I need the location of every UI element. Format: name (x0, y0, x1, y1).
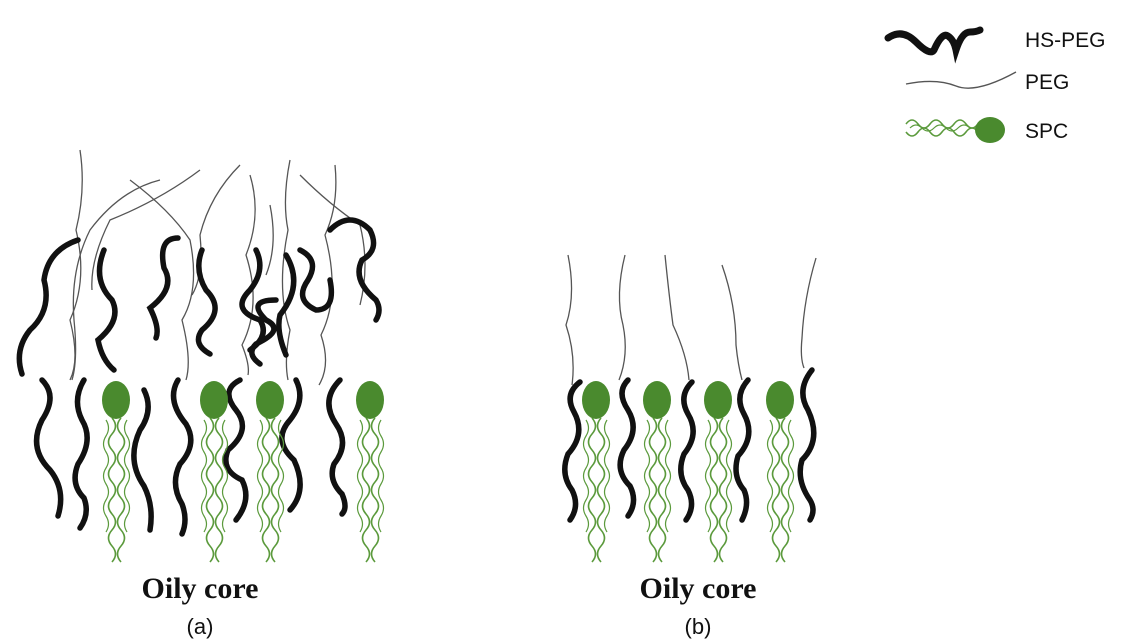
legend-label-peg: PEG (1025, 71, 1069, 94)
legend-item-spc: SPC (906, 117, 1068, 143)
hs-peg-chain-icon (888, 30, 980, 52)
peg-chain-icon (906, 72, 1016, 88)
panel-a-peg-strands (70, 150, 365, 385)
panel-b-label: (b) (685, 614, 712, 639)
legend-label-hs-peg: HS-PEG (1025, 29, 1106, 52)
legend-item-peg: PEG (906, 71, 1069, 94)
panel-b-peg-strands (566, 255, 816, 385)
legend: HS-PEG PEG SPC (888, 29, 1106, 143)
panel-a-spc-lipids (102, 381, 384, 562)
spc-lipid-icon (906, 117, 1005, 143)
panel-a-core-label: Oily core (142, 572, 259, 605)
legend-label-spc: SPC (1025, 120, 1068, 143)
panel-b: Oily core (b) (565, 255, 816, 639)
panel-b-core-label: Oily core (640, 572, 757, 605)
panel-a: Oily core (a) (19, 150, 384, 639)
legend-item-hs-peg: HS-PEG (888, 29, 1106, 52)
panel-a-label: (a) (187, 614, 214, 639)
